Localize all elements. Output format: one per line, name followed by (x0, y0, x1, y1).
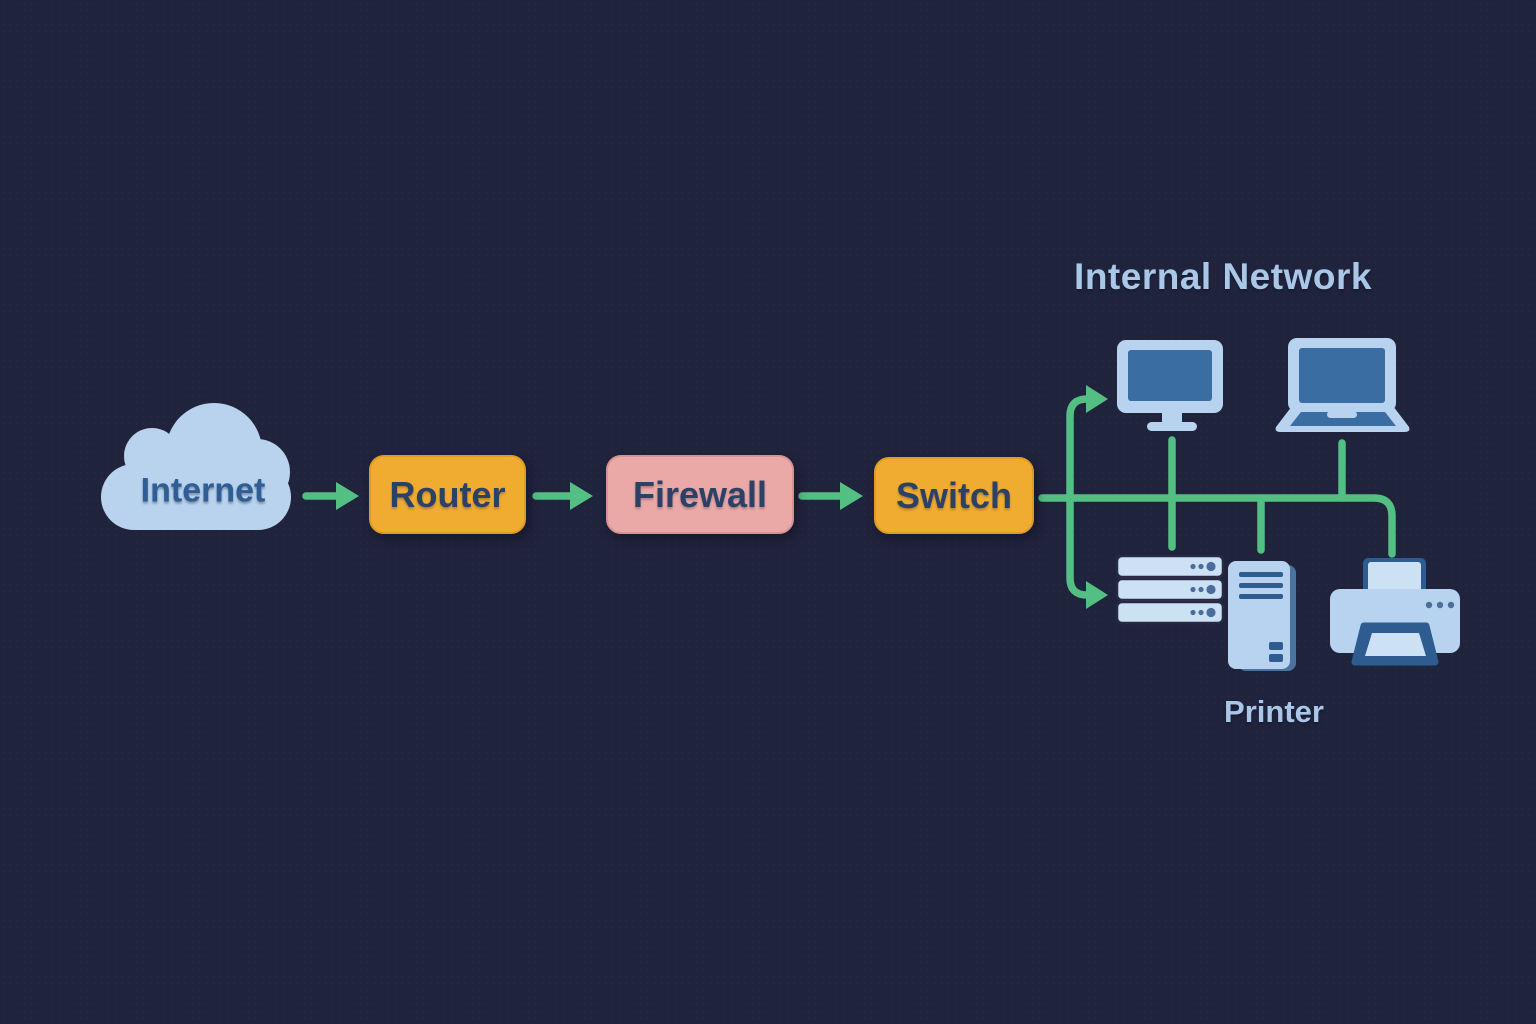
arrow-firewall-to-switch (798, 482, 863, 510)
laptop-icon (1275, 338, 1410, 432)
connector-branch-down-to-server (1066, 494, 1108, 609)
internal-network-title: Internal Network (1074, 256, 1372, 297)
firewall-node: Firewall (606, 455, 794, 534)
router-node-label: Router (389, 473, 506, 515)
arrow-router-to-firewall (532, 482, 593, 510)
connector-switch-bus (1038, 494, 1396, 558)
internet-label: Internet (140, 471, 266, 510)
server-led-dots (1190, 561, 1216, 618)
firewall-node-label: Firewall (632, 473, 768, 515)
arrow-internet-to-router (302, 482, 359, 510)
desktop-monitor-icon (1117, 340, 1223, 431)
switch-node-label: Switch (895, 474, 1012, 516)
router-node: Router (369, 455, 526, 534)
printer-label: Printer (1224, 694, 1324, 729)
connector-branch-up-to-monitor (1066, 385, 1108, 502)
server-stack-icon (1115, 554, 1225, 625)
internet-cloud-icon (101, 403, 291, 530)
printer-icon (1330, 558, 1460, 666)
tower-pc-icon (1228, 561, 1296, 671)
switch-node: Switch (874, 457, 1034, 534)
